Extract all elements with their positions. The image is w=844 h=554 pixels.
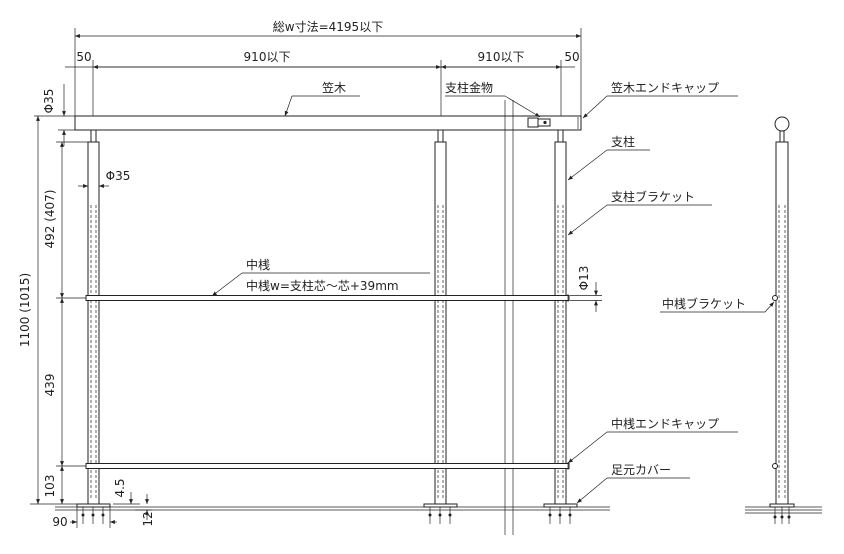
ground-gap-dim: 12 — [141, 511, 155, 526]
post-dia-dim: Φ35 — [106, 169, 131, 183]
vertical-dimensions: Φ35 1100 (1015) 492 (407) 439 103 — [18, 84, 88, 505]
mid-rail-dia-dim-group: Φ13 — [570, 266, 602, 312]
bottom-gap-dim: 103 — [43, 475, 57, 498]
total-width-dim: 総w寸法=4195以下 — [273, 20, 383, 34]
base-dimensions: 90 4.5 12 — [52, 478, 155, 529]
mid-rail-formula: 中桟w=支柱芯～芯+39mm — [246, 278, 399, 293]
span-1-dim: 910以下 — [244, 50, 291, 64]
end-right-dim: 50 — [564, 50, 579, 64]
post-dia-dim-group: Φ35 — [78, 169, 131, 188]
post-bracket-label: 支柱ブラケット — [611, 189, 695, 204]
post-label: 支柱 — [611, 134, 635, 149]
middle-gap-dim: 439 — [43, 374, 57, 397]
top-rail-end-cap-label: 笠木エンドキャップ — [611, 80, 719, 95]
base-width-dim: 90 — [52, 515, 67, 529]
mid-rail-end-cap-label: 中桟エンドキャップ — [611, 416, 719, 431]
mid-rail-label: 中桟 — [246, 257, 270, 272]
top-rail-dia-dim: Φ35 — [42, 89, 56, 114]
mid-rail-dia-dim: Φ13 — [577, 266, 591, 291]
mid-rail-lower — [85, 463, 570, 469]
post-center — [434, 129, 447, 505]
end-left-dim: 50 — [76, 50, 91, 64]
side-view — [745, 116, 822, 524]
top-rail — [74, 115, 582, 131]
mid-rail-upper — [85, 295, 570, 301]
boundary-line — [504, 100, 514, 535]
post-fitting-label: 支柱金物 — [445, 80, 493, 95]
top-rail-label: 笠木 — [322, 80, 346, 95]
post-right — [554, 129, 567, 505]
callouts: 笠木 支柱金物 笠木エンドキャップ 支柱 支柱ブラケット 中桟 中桟w=支柱芯～… — [211, 80, 775, 504]
foot-cover-label: 足元カバー — [611, 463, 671, 477]
total-height-dim: 1100 (1015) — [18, 273, 32, 347]
post-left — [87, 129, 100, 505]
horizontal-dimensions: 総w寸法=4195以下 50 910以下 910以下 50 — [65, 20, 582, 134]
ground-line — [55, 506, 610, 511]
post-fitting — [527, 117, 551, 128]
upper-gap-dim: 492 (407) — [43, 190, 57, 249]
mid-rail-bracket-label: 中桟ブラケット — [662, 296, 746, 311]
span-2-dim: 910以下 — [478, 50, 525, 64]
foot-offset-dim: 4.5 — [113, 478, 127, 497]
